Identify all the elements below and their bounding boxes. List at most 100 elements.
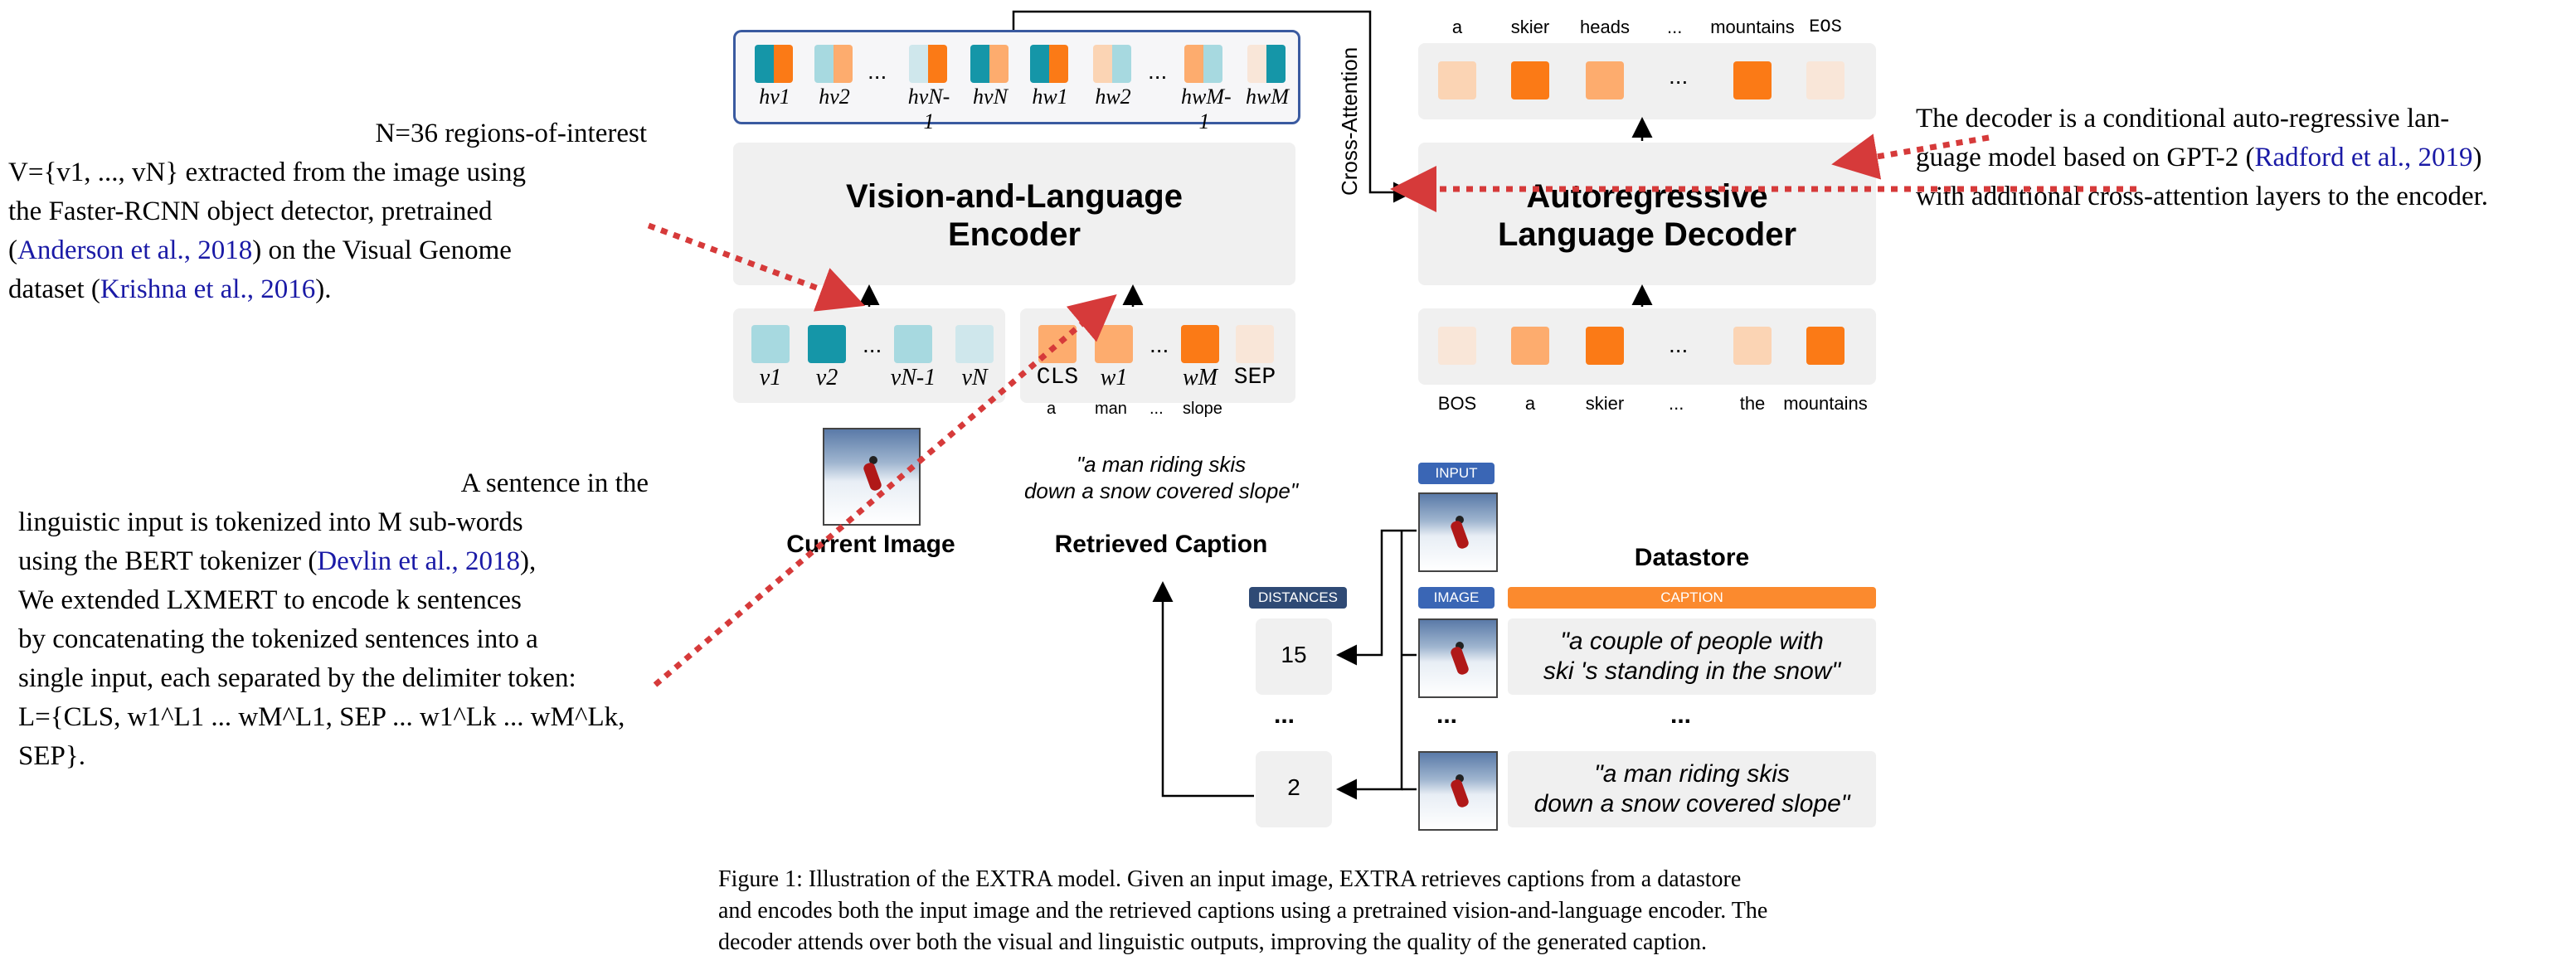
visual-token-square bbox=[751, 325, 790, 363]
datastore-caption-1-line2: ski 's standing in the snow" bbox=[1543, 657, 1841, 685]
input-to-row1-path bbox=[1336, 529, 1417, 666]
ling-note-line2: linguistic input is tokenized into M sub… bbox=[18, 507, 523, 537]
decoder-title-line1: Autoregressive bbox=[1526, 178, 1768, 215]
ling-note-line1: A sentence in the bbox=[460, 468, 649, 498]
decoder-note-line2-pre: guage model based on GPT-2 ( bbox=[1916, 143, 2255, 172]
figure-caption-line3: decoder attends over both the visual and… bbox=[718, 929, 1708, 955]
input-to-row2-path bbox=[1336, 531, 1403, 800]
text-token-label: wM bbox=[1183, 365, 1218, 390]
decoder-input-square bbox=[1438, 327, 1476, 365]
figure-caption-line1: Figure 1: Illustration of the EXTRA mode… bbox=[718, 866, 1742, 892]
decoder-output-square bbox=[1511, 61, 1549, 99]
visual-note-line3: the Faster-RCNN object detector, pretrai… bbox=[8, 196, 493, 226]
datastore-caption-2-line1: "a man riding skis bbox=[1594, 760, 1790, 788]
decoder-note-line1: The decoder is a conditional auto-regres… bbox=[1916, 104, 2450, 133]
hidden-state-label: hv2 bbox=[819, 85, 850, 109]
decoder-title-line2: Language Decoder bbox=[1497, 216, 1797, 253]
decoder-title: Autoregressive Language Decoder bbox=[1418, 177, 1876, 254]
current-image-label: Current Image bbox=[786, 531, 955, 558]
caption-ellipsis: ... bbox=[1670, 701, 1692, 729]
decoder-output-word: EOS bbox=[1809, 17, 1842, 37]
decoder-input-square bbox=[1733, 327, 1772, 365]
encoder-title-line2: Encoder bbox=[947, 216, 1081, 253]
decoder-note-arrow-1 bbox=[1831, 133, 1990, 180]
krishna-citation-link[interactable]: Krishna et al., 2016 bbox=[100, 274, 316, 304]
hidden-state-ellipsis: ... bbox=[1148, 58, 1168, 84]
text-token-square bbox=[1236, 325, 1274, 363]
text-token-label: SEP bbox=[1233, 365, 1276, 390]
visual-token-ellipsis: ... bbox=[863, 332, 882, 357]
text-token-label: w1 bbox=[1100, 365, 1128, 390]
caption-pill: CAPTION bbox=[1508, 587, 1876, 609]
hidden-state-label: hvN bbox=[973, 85, 1008, 109]
hidden-state-label: hwM bbox=[1246, 85, 1289, 109]
visual-token-label: v2 bbox=[815, 365, 838, 390]
hidden-state-square bbox=[1030, 45, 1068, 83]
datastore-image-2 bbox=[1418, 751, 1498, 831]
decoder-output-ellipsis: ... bbox=[1669, 63, 1689, 89]
hidden-state-label: hv1 bbox=[759, 85, 790, 109]
hidden-state-square bbox=[1093, 45, 1131, 83]
retrieved-caption-label: Retrieved Caption bbox=[1054, 531, 1268, 558]
encoder-title-line1: Vision-and-Language bbox=[846, 178, 1183, 215]
visual-token-label: vN bbox=[961, 365, 988, 390]
decoder-input-square bbox=[1511, 327, 1549, 365]
figure-caption-line2: and encodes both the input image and the… bbox=[718, 898, 1768, 924]
hidden-state-square bbox=[970, 45, 1009, 83]
distance-cell-1 bbox=[1256, 618, 1332, 695]
hidden-state-label: hw2 bbox=[1095, 85, 1131, 109]
decoder-input-word: ... bbox=[1669, 393, 1684, 414]
visual-token-square bbox=[955, 325, 994, 363]
ling-note-line3-post: ), bbox=[520, 546, 537, 576]
hidden-state-square bbox=[909, 45, 947, 83]
visual-note-line4: ) on the Visual Genome bbox=[252, 235, 512, 265]
image-pill: IMAGE bbox=[1418, 587, 1495, 609]
decoder-input-square bbox=[1806, 327, 1845, 365]
hidden-state-label: hwM-1 bbox=[1181, 85, 1232, 133]
decoder-output-square bbox=[1586, 61, 1624, 99]
decoder-output-square bbox=[1733, 61, 1772, 99]
figure-caption: Figure 1: Illustration of the EXTRA mode… bbox=[718, 864, 1995, 958]
decoder-output-word: a bbox=[1451, 17, 1463, 37]
visual-note-arrow bbox=[647, 222, 866, 312]
ling-note-line5: by concatenating the tokenized sentences… bbox=[18, 624, 538, 654]
visual-token-label: vN-1 bbox=[890, 365, 936, 390]
datastore-caption-1-line1: "a couple of people with bbox=[1560, 628, 1824, 655]
hidden-state-square bbox=[1184, 45, 1222, 83]
datastore-image-1 bbox=[1418, 618, 1498, 698]
decoder-input-ellipsis: ... bbox=[1669, 332, 1689, 357]
visual-token-square bbox=[894, 325, 932, 363]
decoder-input-word: a bbox=[1524, 393, 1536, 414]
retrieved-caption-quote: "a man riding skis down a snow covered s… bbox=[954, 451, 1368, 504]
decoder-input-word: mountains bbox=[1783, 393, 1868, 414]
hidden-state-square bbox=[1247, 45, 1286, 83]
decoder-out-box bbox=[1418, 43, 1876, 119]
visual-token-label: v1 bbox=[759, 365, 782, 390]
retrieved-quote-line1: "a man riding skis bbox=[1076, 452, 1247, 477]
input-pill: INPUT bbox=[1418, 463, 1495, 484]
hidden-state-label: hw1 bbox=[1032, 85, 1068, 109]
encoder-box bbox=[733, 143, 1295, 285]
ling-note-line6: single input, each separated by the deli… bbox=[18, 663, 576, 693]
text-token-word: ... bbox=[1149, 400, 1164, 418]
linguistic-input-note: A sentence in the linguistic input is to… bbox=[18, 464, 657, 776]
decoder-input-word: skier bbox=[1585, 393, 1625, 414]
anderson-citation-link[interactable]: Anderson et al., 2018 bbox=[17, 235, 253, 265]
devlin-citation-link[interactable]: Devlin et al., 2018 bbox=[317, 546, 521, 576]
decoder-input-word: BOS bbox=[1437, 393, 1477, 414]
decoder-output-word: mountains bbox=[1710, 17, 1795, 37]
distance-ellipsis: ... bbox=[1274, 701, 1295, 729]
datastore-title: Datastore bbox=[1634, 544, 1750, 571]
hidden-state-ellipsis: ... bbox=[868, 58, 887, 84]
decoder-box bbox=[1418, 143, 1876, 285]
visual-note-line5-post: ). bbox=[315, 274, 332, 304]
radford-citation-link[interactable]: Radford et al., 2019 bbox=[2254, 143, 2473, 172]
hidden-state-square bbox=[755, 45, 793, 83]
decoder-output-square bbox=[1806, 61, 1845, 99]
visual-note-line2: V={v1, ..., vN} extracted from the image… bbox=[8, 158, 526, 187]
hidden-state-label: hvN-1 bbox=[907, 85, 950, 133]
decoder-output-square bbox=[1438, 61, 1476, 99]
